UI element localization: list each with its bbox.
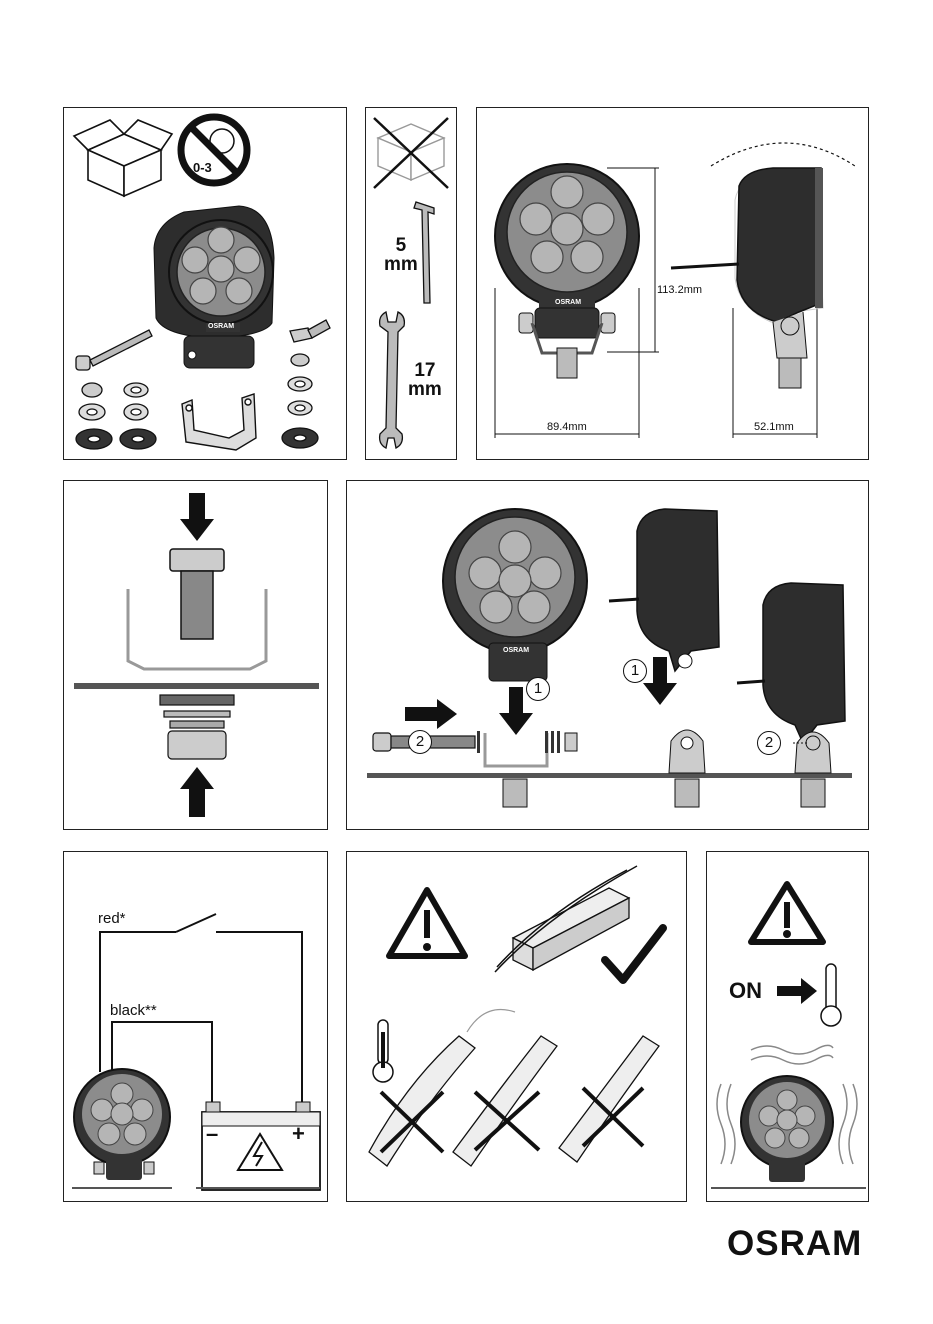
hose-icon [369, 1036, 659, 1166]
panel-package-contents: 0-3 OSRAM [63, 107, 347, 460]
warning-icon [751, 884, 823, 942]
washers-and-nut-icon [160, 695, 234, 759]
long-bolt-icon [76, 330, 152, 370]
panel-cable-routing [346, 851, 687, 1202]
thermometer-icon [821, 964, 841, 1026]
tab-bracket [669, 730, 705, 807]
wrench-size: 17 mm [408, 361, 442, 399]
heat-warning-drawing [707, 852, 869, 1202]
mount-lamp-brand: OSRAM [503, 647, 529, 654]
short-bolt-icon [290, 320, 330, 342]
lamp-side-before [609, 509, 719, 671]
step-2-badge: 2 [408, 730, 432, 754]
check-mark-icon [605, 928, 663, 980]
step-1-badge: 1 [526, 677, 550, 701]
steam-icon [467, 1010, 515, 1033]
heat-thermometer-icon [373, 1020, 393, 1082]
panel-bolt-assembly [63, 480, 328, 830]
panel-mounting-steps: OSRAM 1 1 2 2 [346, 480, 869, 830]
no-children-icon [181, 117, 247, 183]
mounting-steps-drawing [347, 481, 869, 830]
bolt-icon [170, 549, 224, 639]
arrow-right-icon [405, 699, 457, 729]
lamp-front-view [495, 164, 639, 378]
black-wire-label: black** [110, 1002, 157, 1019]
arrow-down-icon [643, 657, 677, 705]
dim-lamp-brand: OSRAM [555, 299, 581, 306]
width-dimension: 89.4mm [547, 421, 587, 433]
red-wire-label: red* [98, 910, 126, 927]
hex-key-size: 5 mm [384, 236, 418, 274]
mount-rail [367, 773, 852, 778]
hot-lamp-icon [741, 1076, 833, 1182]
panel-heat-warning: ON [706, 851, 869, 1202]
wrench-icon [380, 312, 405, 448]
lamp-icon [154, 206, 274, 368]
arrow-down-icon [180, 493, 214, 541]
height-dimension: 113.2mm [657, 284, 702, 296]
age-warning-label: 0-3 [193, 160, 212, 175]
nut-stack [503, 779, 527, 807]
depth-dimension: 52.1mm [754, 421, 794, 433]
cable-tied-correct-icon [495, 866, 637, 972]
panel-wiring: red* black** – + [63, 851, 328, 1202]
arrow-up-icon [180, 767, 214, 817]
panel-tools: 5 mm 17 mm [365, 107, 457, 460]
wiring-drawing [64, 852, 328, 1202]
lamp-front-mount [443, 509, 587, 681]
panel-dimensions: OSRAM 113.2mm 89.4mm 52.1mm [476, 107, 869, 460]
arrow-right-icon [777, 978, 817, 1004]
step-1-badge-side: 1 [623, 659, 647, 683]
bracket-icon [182, 394, 256, 450]
tools-drawing [366, 108, 457, 460]
battery-plus: + [292, 1121, 305, 1147]
lamp-brand-label: OSRAM [208, 323, 234, 330]
lamp-icon [74, 1069, 170, 1180]
cable-routing-drawing [347, 852, 687, 1202]
u-bracket [485, 733, 547, 766]
mount-surface [74, 683, 319, 689]
battery-minus: – [206, 1121, 218, 1147]
warning-icon [389, 890, 465, 956]
step-2-badge-side: 2 [757, 731, 781, 755]
box-icon [74, 120, 172, 196]
lamp-side-view [671, 143, 855, 388]
osram-logo: OSRAM [727, 1224, 862, 1264]
on-label: ON [729, 978, 762, 1004]
bolt-assembly-drawing [64, 481, 328, 830]
